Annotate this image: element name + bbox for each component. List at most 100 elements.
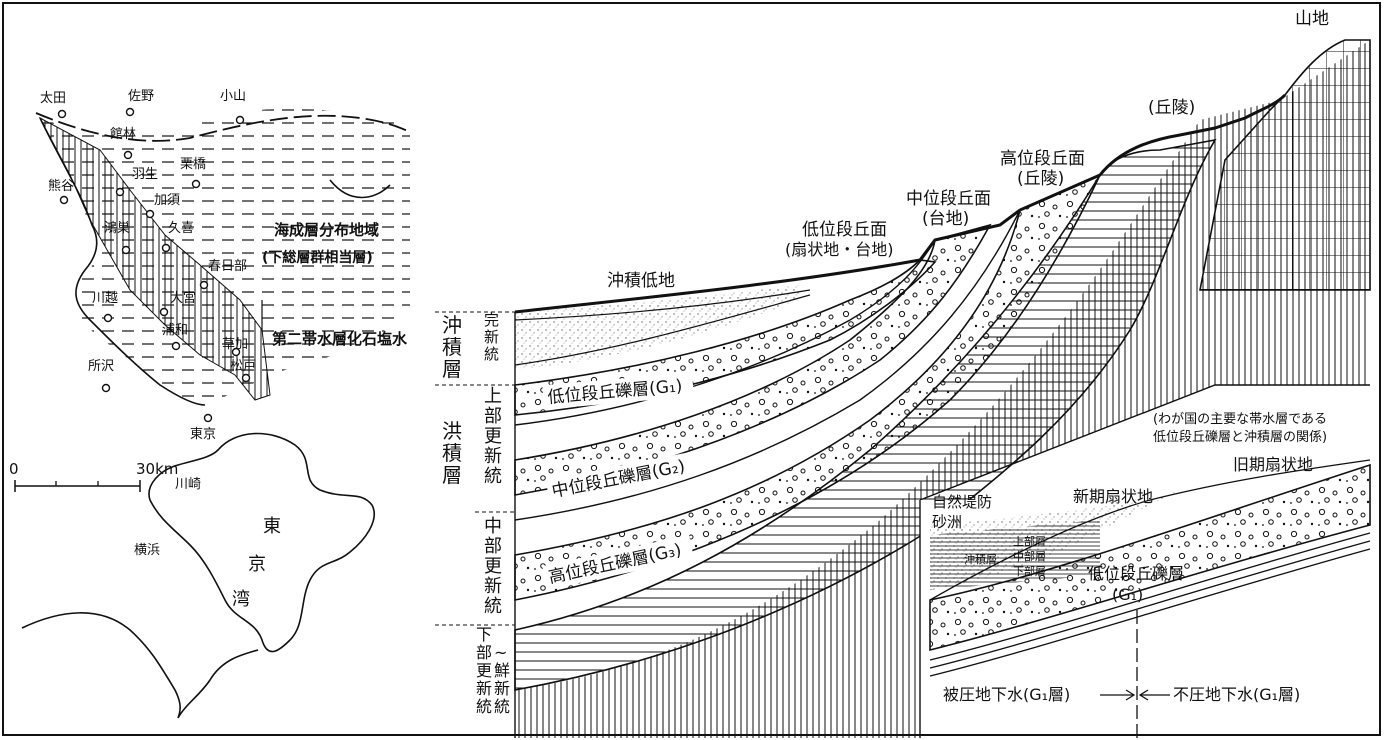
label-mid-terrace-1: 中位段丘面: [906, 189, 991, 209]
city-marker: 大宮: [159, 290, 196, 317]
city-marker: 羽生: [115, 167, 158, 197]
strata-label-upper-pleistocene: 上部更新統: [484, 386, 502, 487]
strata-label-lower-left: 下部更新統: [476, 625, 492, 716]
city-label: 久喜: [168, 221, 194, 236]
bay-char: 東: [263, 516, 281, 537]
city-label: 栗橋: [180, 157, 206, 172]
city-label: 春日部: [208, 259, 247, 274]
inset-alluvium-label: 沖積層: [964, 552, 997, 566]
inset-upper-layer: 上部層: [1013, 534, 1046, 548]
inset-gravel-sym: (G₁): [1112, 585, 1143, 604]
inset-gravel-label: 低位段丘礫層: [1088, 564, 1184, 583]
city-label: 太田: [40, 91, 66, 106]
city-dot: [125, 107, 135, 117]
scale-zero: 0: [9, 460, 19, 478]
inset-levee: 自然堤防: [932, 493, 992, 511]
city-marker: 東京: [190, 413, 216, 442]
city-label: 所沢: [88, 359, 114, 374]
label-mountain: 山地: [1295, 9, 1329, 29]
inset-lower-layer: 下部層: [1013, 564, 1046, 578]
city-dot: [123, 150, 133, 160]
city-label: 川越: [92, 291, 118, 306]
label-low-terrace-1: 低位段丘面: [802, 220, 887, 240]
city-label: 大宮: [170, 290, 196, 306]
strata-label-diluvium-col: 洪積層: [442, 419, 462, 487]
city-marker: 栗橋: [180, 157, 206, 189]
city-dot: [161, 243, 171, 253]
inset-confined: 被圧地下水(G₁層): [943, 685, 1070, 704]
city-label: 東京: [190, 426, 216, 442]
city-marker: 久喜: [161, 221, 194, 253]
bay-char: 京: [248, 554, 266, 575]
label-high-terrace-2: (丘陵): [1017, 169, 1064, 189]
city-label: 横浜: [134, 543, 160, 558]
city-dot: [59, 195, 69, 205]
label-hill: (丘陵): [1148, 98, 1195, 118]
city-dot: [241, 373, 251, 383]
label-high-terrace-1: 高位段丘面: [1000, 149, 1085, 169]
city-dot: [199, 280, 209, 290]
ground-surface: [514, 93, 1287, 314]
tokyo-bay-coast: [148, 432, 375, 653]
inset-middle-layer: 中部層: [1013, 549, 1046, 563]
bay-char: 湾: [232, 589, 250, 610]
city-dot: [159, 307, 169, 317]
city-dot: [203, 413, 213, 423]
inset-gravel: [929, 463, 1371, 652]
south-coast: [21, 612, 259, 719]
city-label: 松戸: [230, 359, 256, 374]
city-dot: [145, 209, 155, 219]
city-dot: [235, 115, 245, 125]
strata-label-lower-right: ~鮮新統: [494, 643, 510, 716]
city-dot: [57, 109, 67, 119]
city-marker: 加須: [145, 193, 180, 219]
label-mid-terrace-2: (台地): [922, 209, 969, 229]
city-marker: 佐野: [125, 89, 154, 117]
fossil-label: 第二帯水層化石塩水: [272, 330, 408, 348]
inset-caption-1: (わが国の主要な帯水層である: [1153, 412, 1327, 427]
city-marker: 太田: [40, 91, 67, 119]
city-dot: [121, 245, 131, 255]
city-marker: 横浜: [134, 543, 160, 558]
inset-caption-2: 低位段丘礫層と沖積層の関係): [1153, 429, 1327, 445]
label-alluvial-lowland: 沖積低地: [607, 271, 675, 291]
city-label: 鴻巣: [104, 221, 130, 236]
marine-strata-region: [40, 108, 410, 405]
scale-end: 30km: [136, 460, 178, 478]
city-label: 羽生: [132, 167, 158, 182]
city-marker: 川崎: [175, 477, 201, 492]
marine-label-2: (下総層群相当層): [262, 249, 373, 266]
city-marker: 浦和: [162, 323, 188, 351]
city-label: 佐野: [128, 89, 154, 104]
bay-label: 東京湾: [232, 516, 281, 610]
strata-label-holocene: 完新統: [484, 311, 499, 363]
inset-unconfined: 不圧地下水(G₁層): [1173, 685, 1300, 704]
city-label: 川崎: [175, 477, 201, 492]
city-dot: [231, 347, 241, 357]
city-marker: 所沢: [88, 359, 114, 393]
label-low-terrace-2: (扇状地・台地): [785, 240, 894, 259]
gravel-g3: [514, 173, 1102, 601]
city-marker: 館林: [110, 127, 136, 160]
strata-label-alluvium-col: 沖積層: [442, 313, 462, 381]
city-marker: 春日部: [199, 259, 247, 290]
city-label: 草加: [222, 337, 248, 352]
strata-label-middle-pleistocene: 中部更新統: [484, 516, 502, 617]
inset-sandbar: 砂洲: [932, 513, 962, 531]
city-marker: 川越: [92, 291, 118, 323]
inset-diagram: (わが国の主要な帯水層である 低位段丘礫層と沖積層の関係) 旧期扇状地 新期扇状…: [919, 384, 1371, 738]
city-dot: [103, 313, 113, 323]
city-marker: 草加: [222, 337, 248, 357]
city-label: 浦和: [162, 323, 188, 338]
city-marker: 鴻巣: [104, 221, 131, 255]
inset-old-fan: 旧期扇状地: [1233, 455, 1313, 474]
city-dot: [191, 179, 201, 189]
alluvium: [515, 285, 800, 370]
city-marker: 熊谷: [48, 178, 74, 205]
city-label: 小山: [220, 89, 246, 104]
inset-new-fan: 新期扇状地: [1073, 487, 1153, 506]
